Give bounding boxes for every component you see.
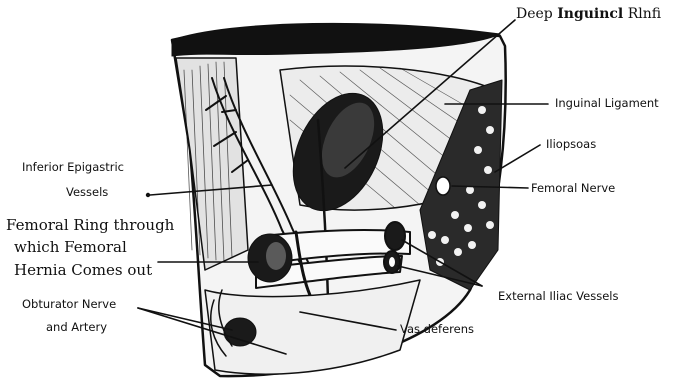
label-deep-word: Deep [516, 6, 553, 22]
label-vas-deferens: Vas deferens [400, 322, 474, 336]
label-deep-inguinal-ring: Deep Inguincl Rlnfi [516, 6, 661, 24]
label-inferior-epigastric-line1: Inferior Epigastric [22, 160, 124, 174]
femoral-nerve-shape [436, 177, 450, 195]
label-femoral-nerve: Femoral Nerve [531, 181, 615, 195]
label-inguinal-ligament: Inguinal Ligament [555, 96, 659, 110]
label-rlnfi-word: Rlnfi [628, 6, 661, 22]
label-inferior-epigastric-line2: Vessels [66, 185, 108, 199]
label-external-iliac: External Iliac Vessels [498, 289, 618, 303]
label-obturator-line1: Obturator Nerve [22, 297, 116, 311]
label-iliopsoas: Iliopsoas [546, 137, 596, 151]
label-inguincl-word: Inguincl [557, 6, 623, 22]
label-femoral-ring-line1: Femoral Ring through [6, 216, 174, 235]
label-obturator-line2: and Artery [46, 320, 107, 334]
label-femoral-ring-line2: which Femoral [14, 238, 127, 257]
label-femoral-ring-line3: Hernia Comes out [14, 261, 152, 280]
